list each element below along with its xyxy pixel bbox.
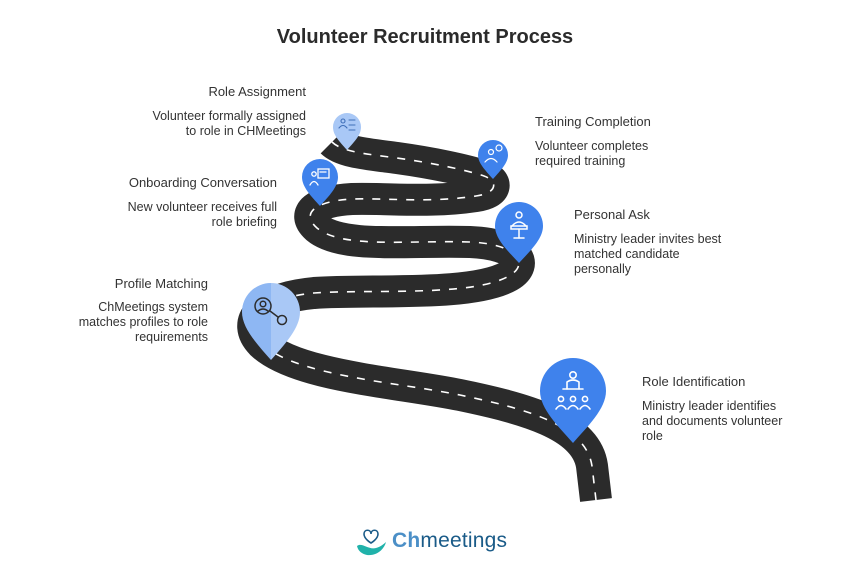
step-desc-profile-matching: ChMeetings system matches profiles to ro… bbox=[78, 300, 208, 344]
step-title-role-identification: Role Identification bbox=[642, 374, 746, 389]
pin-profile-matching[interactable] bbox=[242, 283, 300, 360]
step-title-role-assignment: Role Assignment bbox=[208, 84, 306, 99]
winding-road bbox=[237, 129, 612, 502]
step-title-training-completion: Training Completion bbox=[535, 114, 651, 129]
pin-role-identification[interactable] bbox=[540, 358, 606, 443]
step-desc-role-identification: Ministry leader identifies and documents… bbox=[642, 399, 783, 443]
trainee-icon bbox=[484, 144, 503, 163]
step-desc-personal-ask: Ministry leader invites best matched can… bbox=[574, 232, 722, 276]
org-assign-icon bbox=[338, 118, 356, 131]
step-desc-role-assignment: Volunteer formally assigned to role in C… bbox=[152, 109, 306, 138]
step-desc-training-completion: Volunteer completes required training bbox=[535, 139, 649, 168]
step-desc-onboarding-conversation: New volunteer receives full role briefin… bbox=[127, 200, 277, 229]
logo-text: Chmeetings bbox=[392, 529, 508, 552]
step-title-personal-ask: Personal Ask bbox=[574, 207, 650, 222]
profile-match-icon bbox=[254, 297, 288, 326]
people-presenter-icon bbox=[555, 370, 591, 410]
step-title-onboarding-conversation: Onboarding Conversation bbox=[128, 175, 277, 190]
pin-onboarding-conversation[interactable] bbox=[302, 159, 338, 206]
heart-hand-icon bbox=[357, 529, 386, 556]
step-title-profile-matching: Profile Matching bbox=[114, 276, 208, 291]
briefing-board-icon bbox=[309, 168, 330, 186]
diagram-title: Volunteer Recruitment Process bbox=[276, 26, 574, 48]
pin-training-completion[interactable] bbox=[478, 140, 508, 179]
speaker-podium-icon bbox=[510, 211, 528, 239]
pin-personal-ask[interactable] bbox=[495, 202, 543, 263]
chmeetings-logo: Chmeetings bbox=[354, 523, 507, 559]
pin-role-assignment[interactable] bbox=[333, 113, 361, 150]
